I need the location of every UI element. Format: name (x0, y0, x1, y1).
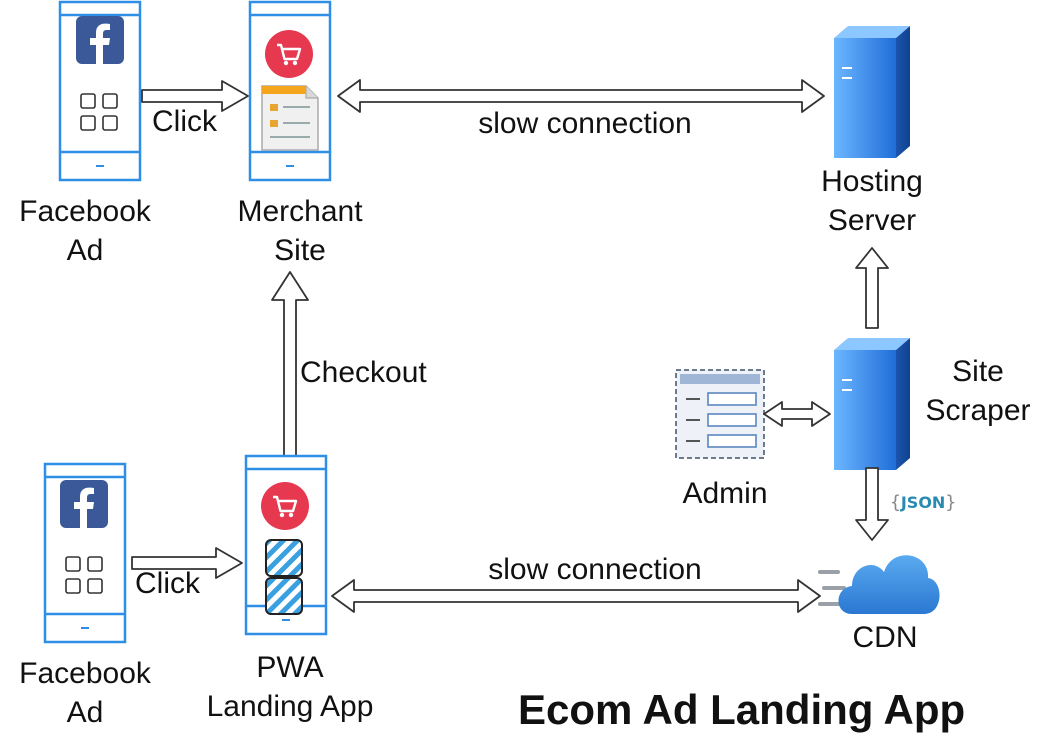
hatched-blocks-icon (265, 539, 303, 615)
merchant-site-label: Merchant Site (210, 192, 390, 270)
label-line: Facebook (19, 657, 151, 690)
label-line: Site (274, 234, 326, 267)
click-label-top: Click (152, 105, 217, 138)
hosting-server-label: Hosting Server (792, 162, 952, 240)
json-close-brace: } (945, 492, 957, 513)
json-arrow (855, 467, 889, 541)
json-label: {JSON} (890, 492, 956, 513)
label-line: Ad (66, 234, 104, 267)
label-line: Site (952, 355, 1004, 388)
hosting-server-node (833, 25, 911, 159)
site-scraper-label: Site Scraper (908, 352, 1048, 430)
pwa-landing-app-label: PWA Landing App (180, 648, 400, 726)
facebook-ad-bottom-label: Facebook Ad (5, 654, 165, 732)
diagram-title: Ecom Ad Landing App (518, 686, 966, 733)
label-line: Hosting (821, 165, 923, 198)
admin-form-icon (675, 369, 765, 459)
json-open-brace: { (890, 492, 901, 513)
click-arrow-top (141, 80, 249, 112)
slow-connection-arrow-bottom (331, 579, 821, 613)
admin-scraper-arrow (763, 401, 831, 427)
pwa-landing-app-node (244, 454, 328, 636)
shopping-cart-icon (259, 480, 311, 532)
site-scraper-node (833, 337, 911, 471)
server-icon (833, 25, 911, 159)
label-line: Landing App (206, 690, 374, 723)
shopping-cart-icon (263, 28, 315, 80)
cdn-node (818, 555, 940, 614)
label-line: Facebook (19, 195, 151, 228)
facebook-ad-top-label: Facebook Ad (5, 192, 165, 270)
facebook-ad-top-node (58, 0, 142, 182)
cdn-label: CDN (852, 621, 918, 654)
facebook-icon (60, 480, 108, 528)
click-label-bottom: Click (135, 567, 200, 600)
server-icon (833, 337, 911, 471)
document-icon (261, 85, 319, 151)
slow-connection-arrow-top (337, 79, 825, 113)
facebook-icon (76, 16, 124, 64)
facebook-ad-bottom-node (43, 462, 127, 644)
label-line: Ad (66, 696, 104, 729)
label-line: PWA (256, 651, 324, 684)
scraper-to-hosting-arrow (855, 247, 889, 329)
checkout-label: Checkout (300, 356, 427, 389)
slow-connection-label-bottom: slow connection (488, 553, 702, 586)
label-line: Merchant (237, 195, 363, 228)
click-arrow-bottom (131, 547, 243, 579)
json-text: JSON (900, 493, 946, 512)
admin-label: Admin (682, 477, 768, 510)
merchant-site-node (248, 0, 332, 182)
admin-node (675, 369, 765, 459)
cloud-icon (818, 555, 940, 614)
slow-connection-label-top: slow connection (478, 107, 692, 140)
label-line: Scraper (925, 394, 1031, 427)
label-line: Server (827, 204, 917, 237)
checkout-arrow (271, 271, 309, 457)
